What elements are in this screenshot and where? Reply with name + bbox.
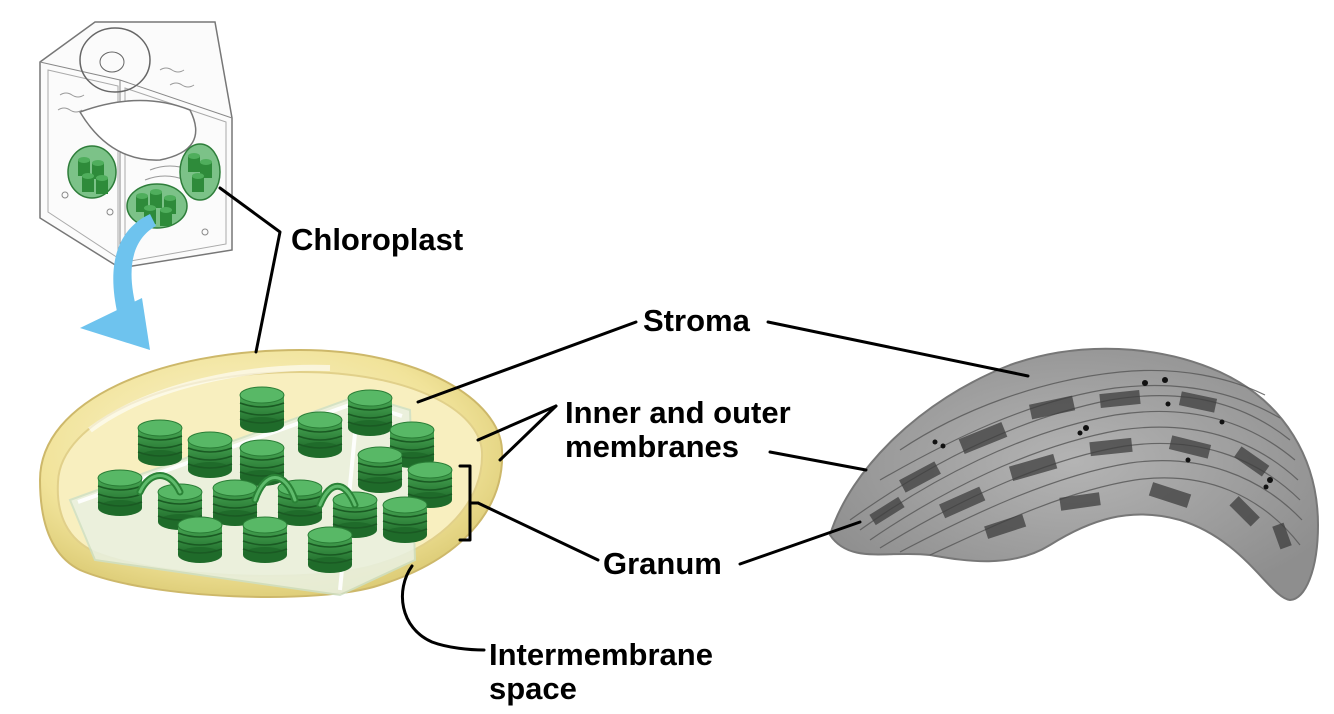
chloroplast-label-text: Chloroplast [291,222,464,257]
chloroplast-leader-line [218,186,282,354]
stroma-label: Stroma [643,304,750,338]
stroma-label-text: Stroma [643,303,750,338]
granum-label-text: Granum [603,546,722,581]
intermembrane-label: Intermembrane space [489,638,713,706]
intermembrane-label-line1: Intermembrane [489,637,713,672]
membranes-label-line1: Inner and outer [565,395,791,430]
membranes-leader-outer [476,404,558,442]
granum-label: Granum [603,547,722,581]
stroma-leader-right [766,320,1030,378]
granum-leader-right [738,520,862,566]
intermembrane-label-line2: space [489,671,577,706]
plant-cell-icon [39,21,233,269]
granum-leader-left [476,501,600,562]
chloroplast-cutaway-illustration [38,348,504,598]
membranes-leader-right [768,450,868,472]
chloroplast-label: Chloroplast [291,223,463,257]
membranes-leader-inner [498,404,558,462]
stroma-leader-left [416,320,638,404]
membranes-label: Inner and outer membranes [565,396,791,464]
intermembrane-leader-line [400,564,486,652]
membranes-label-line2: membranes [565,429,740,464]
chloroplast-micrograph [828,347,1320,602]
curved-arrow-icon [80,214,156,350]
